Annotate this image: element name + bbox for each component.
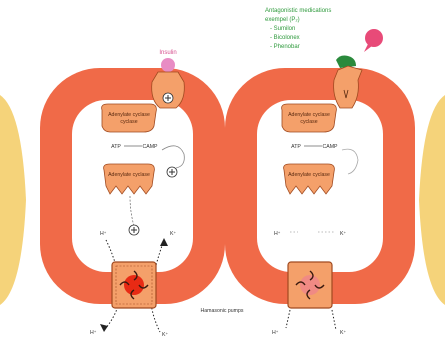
atp-left-label: ATP [111,144,121,150]
atp-right-label: ATP [291,144,301,150]
enzyme-top-right-label: Adenylate cyclase [288,112,330,118]
enzyme-mid-right-label: Adenylate cyclase [288,172,330,178]
k-left-label: K⁺ [170,231,176,237]
pump-core-right [300,275,320,295]
right-cell-edge [419,95,445,305]
enzyme-top-left-label: Adenylate cyclase [108,112,150,118]
drug-bubble [365,29,383,47]
antagonist-molecule [336,56,356,69]
drugs-prefix: exempel (P₂) [265,17,300,23]
drug-item-2: - Bicolonex [270,35,300,41]
pump-core-left [124,275,144,295]
drugs-title: Antagonistic medications [265,8,331,14]
k-right-label: K⁺ [340,231,346,237]
camp-left-label: CAMP [143,144,159,150]
h-bottom-left-label: H⁺ [90,330,97,336]
ion-path-right [286,310,336,330]
camp-right-label: CAMP [323,144,339,150]
k-bottom-left-label: K⁺ [162,332,168,338]
enzyme-mid-left-label: Adenylate cyclase [108,172,150,178]
enzyme-top-right-sublabel: cyclase [300,119,317,125]
enzyme-top-left [102,104,157,132]
drug-item-3: - Phenobar [270,44,300,50]
enzyme-top-left-sublabel: cyclase [120,119,137,125]
h-bottom-right-label: H⁺ [272,330,279,336]
insulin-label: Insulin [159,50,176,56]
left-cell-edge [0,95,26,305]
h-right-label: H⁺ [274,231,281,237]
h-left-label: H⁺ [100,231,107,237]
arrow-head-left-down [100,324,108,332]
drug-item-1: - Sumilon [270,26,295,32]
pump-label: Hamasonic pumps [201,308,244,314]
insulin-molecule [161,58,175,72]
enzyme-top-right [282,104,337,132]
k-bottom-right-label: K⁺ [340,330,346,336]
